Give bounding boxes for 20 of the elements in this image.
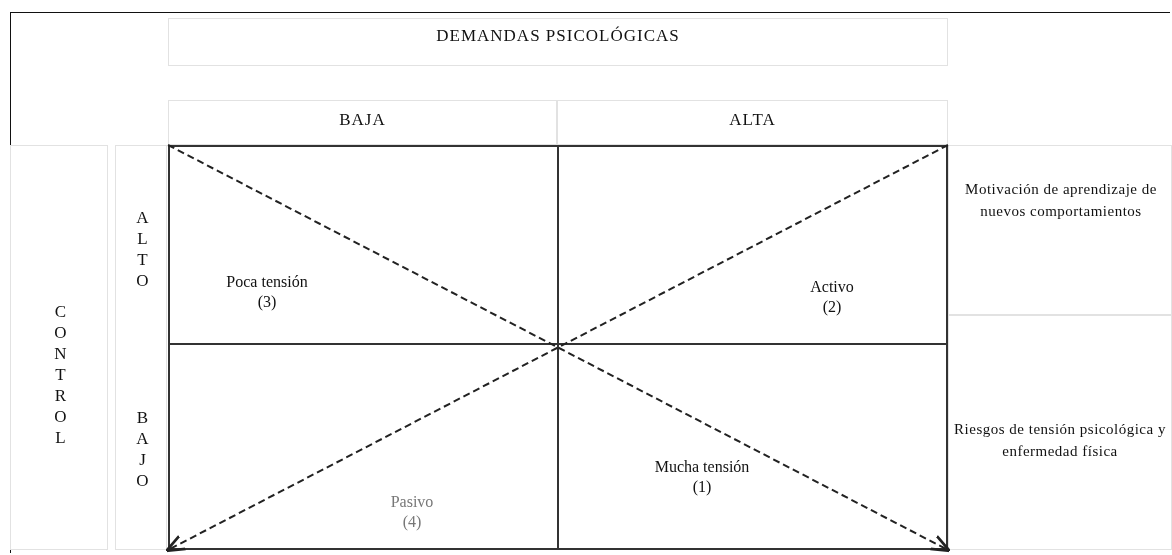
note-text: Motivación de aprendizaje de nuevos comportamientos <box>964 180 1158 221</box>
quadrant-box <box>168 343 559 550</box>
axis-label: ALTO <box>132 207 153 294</box>
quadrant-box <box>557 145 948 345</box>
quadrant-label: Poca tensión <box>225 272 309 292</box>
quadrant-label: Mucha tensión <box>653 457 751 477</box>
axis-label: BAJO <box>132 407 153 494</box>
axis-label: BAJA <box>338 110 387 130</box>
quadrant-label: (1) <box>691 477 713 497</box>
quadrant-label: (2) <box>821 297 843 317</box>
quadrant-label: Pasivo <box>389 492 435 512</box>
quadrant-label: (3) <box>256 292 278 312</box>
axis-label: ALTA <box>728 110 777 130</box>
note-text: Riesgos de tensión psicológica y enfermedad física <box>953 420 1167 461</box>
axis-label: CONTROL <box>50 300 71 451</box>
quadrant-label: Activo <box>809 277 855 297</box>
quadrant-label: (4) <box>401 512 423 532</box>
quadrant-box <box>168 145 559 345</box>
quadrant-box <box>557 343 948 550</box>
axis-title: DEMANDAS PSICOLÓGICAS <box>435 26 681 46</box>
